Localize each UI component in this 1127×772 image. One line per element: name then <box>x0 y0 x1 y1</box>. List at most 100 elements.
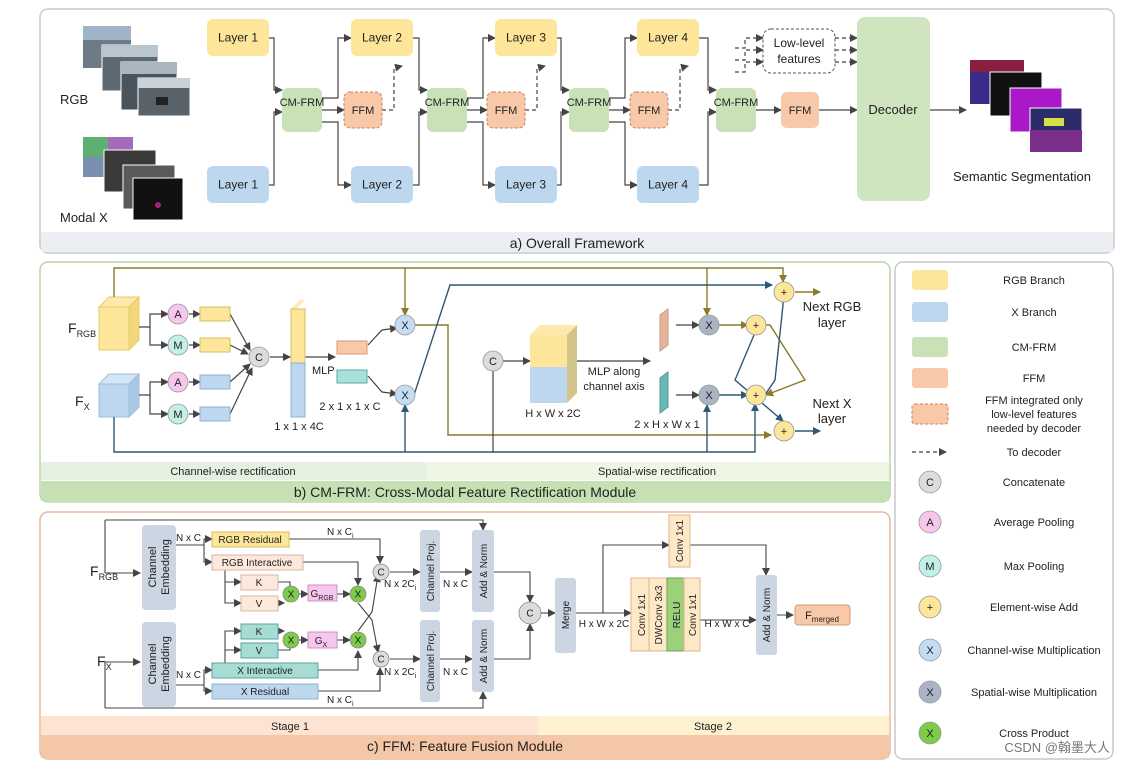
spatial-mult-x-symbol: X <box>705 390 713 402</box>
legend-item-11-label: Spatial-wise Multiplication <box>971 687 1097 699</box>
max-pool-rgb-symbol: M <box>173 340 182 352</box>
f-rgb-label: FRGB <box>68 320 96 339</box>
channel-proj-bottom-label: Channel Proj. <box>426 631 437 692</box>
rgb-image-stack <box>83 26 191 117</box>
legend-item-6-label: Concatenate <box>1003 477 1065 489</box>
avg-pool-rgb-symbol: A <box>174 309 182 321</box>
cross-product-rgb-kv-symbol: X <box>288 590 295 601</box>
cm-frm-1 <box>282 88 322 132</box>
v-x: V <box>256 646 263 657</box>
avg-pool-rgb <box>167 303 189 325</box>
concat-vector-4c <box>290 300 306 418</box>
layer-rgb-3-label: Layer 3 <box>506 31 546 45</box>
legend-item-3-label: FFM <box>1023 373 1046 385</box>
concat-spatial-symbol: C <box>489 356 497 368</box>
conv-1x1-a-label: Conv 1x1 <box>637 593 648 636</box>
rgb-residual-label: RGB Residual <box>218 535 281 546</box>
cross-product-rgb-g-symbol: X <box>355 590 362 601</box>
layer-rgb-1 <box>207 19 269 56</box>
g-rgb-label: GRGB <box>311 589 334 602</box>
watermark: CSDN @翰墨大人 <box>1004 740 1110 755</box>
max-pool-x <box>167 403 189 425</box>
next-rgb-1: Next RGB <box>803 299 862 314</box>
low-level-line2: features <box>777 52 820 66</box>
mlp-channel-1: MLP along <box>588 366 640 378</box>
hxwx2c-label: H x W x 2C <box>579 619 630 630</box>
layer-x-4 <box>637 166 699 203</box>
add-rgb-inner <box>745 314 767 336</box>
add-norm-bottom <box>472 620 494 692</box>
legend-item-11-swatch <box>918 680 942 704</box>
ffm-2 <box>486 91 526 129</box>
rgb-label: RGB <box>60 92 88 107</box>
layer-rgb-4 <box>637 19 699 56</box>
panel-c: Stage 1 Stage 2 c) FFM: Feature Fusion M… <box>39 511 891 760</box>
channel-proj-top <box>420 530 440 612</box>
nxc-top: N x C <box>176 533 201 544</box>
legend-item-6-symbol: C <box>926 477 934 489</box>
legend-item-0-label: RGB Branch <box>1003 275 1065 287</box>
concat-channel <box>248 346 270 368</box>
legend-item-10-swatch <box>918 638 942 662</box>
channel-embedding-rgb <box>142 525 176 610</box>
add-norm-final <box>756 575 777 655</box>
channel-mult-rgb-symbol: X <box>401 320 409 332</box>
rgb-interactive-label: RGB Interactive <box>222 558 293 569</box>
layer-x-2 <box>351 166 413 203</box>
next-x-2: layer <box>818 411 847 426</box>
x-interactive-box <box>211 662 319 679</box>
add-x-inner <box>745 384 767 406</box>
channel-embedding-x <box>142 622 176 707</box>
add-norm-top <box>472 530 494 612</box>
channel-mult-x-symbol: X <box>401 390 409 402</box>
cross-product-x-g <box>349 631 367 649</box>
legend-item-9-swatch <box>918 595 942 619</box>
legend-item-7-swatch <box>918 510 942 534</box>
nx2ci-bottom: N x 2Ci <box>384 667 417 680</box>
legend-item-0-swatch <box>912 270 948 290</box>
legend-item-2-label: CM-FRM <box>1012 342 1057 354</box>
dim-hw2c: H x W x 2C <box>525 408 581 420</box>
concat-ffm-stage1 <box>518 601 542 625</box>
cm-frm-4 <box>716 88 756 132</box>
layer-x-3-label: Layer 3 <box>506 178 546 192</box>
ffm-f-x-label: FX <box>97 653 112 672</box>
decoder-label: Decoder <box>868 102 918 117</box>
cm-frm-4-label: CM-FRM <box>714 97 759 109</box>
dim-2hw1: 2 x H x W x 1 <box>634 419 699 431</box>
spatial-mult-rgb <box>698 314 720 336</box>
low-level-features-box <box>762 28 836 74</box>
legend-item-12-label: Cross Product <box>999 728 1069 740</box>
cross-product-x-kv <box>282 631 300 649</box>
rgb-residual-box <box>211 531 290 548</box>
panel-a-caption: a) Overall Framework <box>510 235 646 251</box>
ffm-3-label: FFM <box>638 105 661 117</box>
legend-item-2-swatch <box>912 337 948 357</box>
max-pool-rgb <box>167 334 189 356</box>
legend-item-3-swatch <box>912 368 948 388</box>
decoder-box <box>857 17 930 201</box>
add-rgb-inner-symbol: + <box>753 320 759 332</box>
k-rgb: K <box>256 578 263 589</box>
ffm-3 <box>629 91 669 129</box>
add-x-out-symbol: + <box>781 426 787 438</box>
spatial-wise-section: Spatial-wise rectification <box>598 466 716 478</box>
cm-frm-1-label: CM-FRM <box>280 97 325 109</box>
layer-rgb-4-label: Layer 4 <box>648 31 688 45</box>
next-rgb-2: layer <box>818 315 847 330</box>
merge-label: Merge <box>561 600 572 629</box>
conv-1x1-top-label: Conv 1x1 <box>675 519 686 562</box>
merge-box <box>555 578 576 653</box>
cm-frm-2 <box>427 88 467 132</box>
mlp-channel-2: channel axis <box>583 381 645 393</box>
cross-product-x-kv-symbol: X <box>288 636 295 647</box>
embed-x-t2: Embedding <box>160 636 172 692</box>
add-x-out <box>773 420 795 442</box>
add-rgb-out-symbol: + <box>781 287 787 299</box>
panel-a: a) Overall Framework RGB Modal X Laye <box>39 8 1115 254</box>
concat-cube-hw2c <box>530 325 577 403</box>
add-norm-final-label: Add & Norm <box>762 588 773 642</box>
modal-x-label: Modal X <box>60 210 108 225</box>
x-residual-box <box>211 683 319 700</box>
